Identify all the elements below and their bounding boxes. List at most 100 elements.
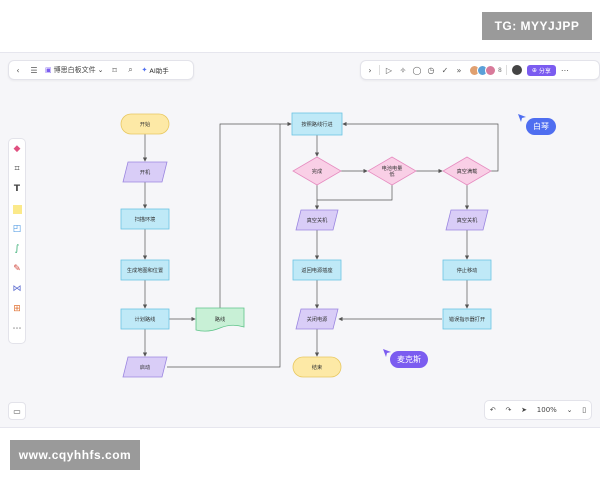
chevron-right-icon[interactable]: › xyxy=(368,65,372,75)
search-icon[interactable]: ⌕ xyxy=(128,65,133,74)
user-plus-icon: ⊕ xyxy=(531,66,537,74)
node-run-route[interactable]: 按照路线行进 xyxy=(291,112,343,136)
file-name-button[interactable]: ▣ 博思白板文件 ⌄ xyxy=(45,65,104,75)
collaborator-tag-max: 麦克斯 xyxy=(390,351,428,368)
collab-toolbar: › ▷ ✧ ◯ ◷ ✓ » 8 ⊕ 分享 ⋯ xyxy=(360,60,600,80)
connector-icon[interactable]: ∫ xyxy=(14,244,20,254)
connector-line xyxy=(342,121,499,172)
reaction-icon[interactable]: ✧ xyxy=(399,65,407,75)
node-label: 结束 xyxy=(312,363,322,371)
node-label: 错误指示器打开 xyxy=(449,315,485,323)
cursor-bai xyxy=(517,108,527,127)
sticky-note-icon[interactable] xyxy=(11,203,23,215)
node-label: 计划路线 xyxy=(135,315,156,323)
watermark-top: TG: MYYJJPP xyxy=(482,12,592,40)
collapse-icon[interactable]: » xyxy=(456,65,462,75)
node-done[interactable]: 完成 xyxy=(292,156,342,186)
divider xyxy=(505,65,507,75)
mindmap-icon[interactable]: ⋈ xyxy=(12,284,22,294)
node-vacuum-full[interactable]: 真空满载 xyxy=(442,156,492,186)
avatar-count: 8 xyxy=(498,66,502,74)
node-label: 开始 xyxy=(140,120,151,128)
ai-icon: ✦ xyxy=(141,66,148,74)
node-vacuum-off-b[interactable]: 真空关机 xyxy=(445,209,489,231)
node-label: 完成 xyxy=(312,167,322,175)
node-route[interactable]: 路线 xyxy=(195,307,245,332)
minimap-icon: ▭ xyxy=(13,406,21,416)
pointer-icon xyxy=(383,349,391,357)
file-toolbar: ‹ ☰ ▣ 博思白板文件 ⌄ ⌑ ⌕ ✦ AI助手 xyxy=(8,60,194,80)
comment-icon[interactable]: ◯ xyxy=(412,65,422,75)
node-label: 启动 xyxy=(140,363,150,371)
avatar-group[interactable]: 8 xyxy=(469,64,502,76)
more-icon[interactable]: ⋯ xyxy=(560,65,569,75)
play-icon[interactable]: ▷ xyxy=(385,65,393,75)
left-toolbar: ◆ ⌗ T ◰ ∫ ✎ ⋈ ⊞ ⋯ xyxy=(8,138,26,344)
node-label: 路线 xyxy=(215,315,225,323)
node-power-on[interactable]: 开机 xyxy=(122,161,168,183)
zoom-toolbar: ↶ ↷ ➤ 100% ⌄ ▯ xyxy=(484,400,592,420)
watermark-bottom: www.cqyhhfs.com xyxy=(10,440,140,470)
file-name: 博思白板文件 xyxy=(53,66,96,74)
connector-line xyxy=(317,185,393,201)
map-icon[interactable]: ▯ xyxy=(582,406,587,414)
tag-icon[interactable]: ⌑ xyxy=(112,65,117,75)
node-return-dock[interactable]: 返回电源插座 xyxy=(292,259,342,281)
shape-icon[interactable]: ◰ xyxy=(12,224,22,234)
more-tools-icon[interactable]: ⋯ xyxy=(12,324,22,334)
node-gen-map[interactable]: 生成地图和位置 xyxy=(120,259,170,281)
node-label: 开机 xyxy=(140,168,151,176)
node-vacuum-off-a[interactable]: 真空关机 xyxy=(295,209,339,231)
node-label: 真空满载 xyxy=(457,167,478,175)
connector-line xyxy=(219,121,292,308)
node-label: 停止移动 xyxy=(457,266,478,274)
ai-assistant-label: AI助手 xyxy=(149,67,169,75)
node-scan-env[interactable]: 扫描环境 xyxy=(120,208,170,230)
node-stop-move[interactable]: 停止移动 xyxy=(442,259,492,281)
cursor-max xyxy=(382,343,392,362)
palette-icon[interactable]: ◆ xyxy=(13,144,21,154)
connector-line xyxy=(167,124,281,368)
undo-icon[interactable]: ↶ xyxy=(489,406,496,414)
ai-assistant-button[interactable]: ✦ AI助手 xyxy=(142,65,169,75)
select-tool-icon[interactable]: ➤ xyxy=(521,406,528,414)
avatar xyxy=(485,64,496,76)
node-label: 真空关机 xyxy=(457,216,479,224)
divider xyxy=(379,65,380,75)
node-label: 关闭电源 xyxy=(307,315,329,323)
node-start[interactable]: 开始 xyxy=(120,113,170,135)
menu-icon[interactable]: ☰ xyxy=(30,65,38,75)
node-end[interactable]: 结束 xyxy=(292,356,342,378)
node-label: 按照路线行进 xyxy=(301,120,332,128)
chevron-down-icon: ⌄ xyxy=(97,66,104,74)
vote-icon[interactable]: ✓ xyxy=(441,65,449,75)
redo-icon[interactable]: ↷ xyxy=(505,406,512,414)
frame-icon[interactable]: ⌗ xyxy=(14,164,20,174)
zoom-level[interactable]: 100% xyxy=(536,406,557,414)
back-icon[interactable]: ‹ xyxy=(16,65,20,75)
minimap-button[interactable]: ▭ xyxy=(8,402,26,420)
node-label: 返回电源插座 xyxy=(301,266,332,274)
node-label: 生成地图和位置 xyxy=(127,266,163,274)
share-button[interactable]: ⊕ 分享 xyxy=(526,64,556,76)
node-label: 电池电量低 xyxy=(382,164,403,178)
timer-icon[interactable]: ◷ xyxy=(427,65,435,75)
template-icon[interactable]: ⊞ xyxy=(13,304,21,314)
node-label: 扫描环境 xyxy=(135,215,156,223)
share-label: 分享 xyxy=(538,67,551,75)
user-avatar[interactable] xyxy=(510,64,523,76)
text-icon[interactable]: T xyxy=(13,184,21,194)
connector-lines xyxy=(142,121,499,368)
node-label: 真空关机 xyxy=(307,216,329,224)
node-power-off[interactable]: 关闭电源 xyxy=(295,308,339,330)
node-launch[interactable]: 启动 xyxy=(122,356,168,378)
collaborator-tag-bai: 白琴 xyxy=(526,118,556,135)
node-battery-low[interactable]: 电池电量低 xyxy=(367,156,417,186)
node-error-light[interactable]: 错误指示器打开 xyxy=(442,308,492,330)
file-icon: ▣ xyxy=(45,66,52,74)
chevron-down-icon[interactable]: ⌄ xyxy=(566,406,573,414)
node-plan-route[interactable]: 计划路线 xyxy=(120,308,170,330)
pen-icon[interactable]: ✎ xyxy=(13,264,21,274)
